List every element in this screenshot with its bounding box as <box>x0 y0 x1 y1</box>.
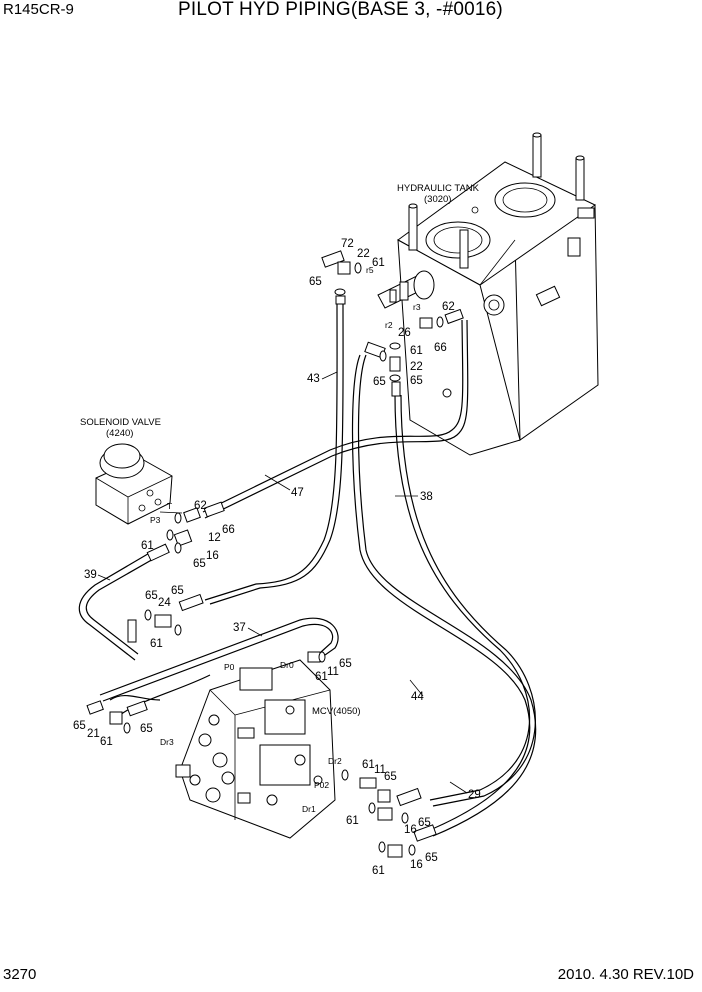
callout-65: 65 <box>193 558 206 570</box>
port-p02: P02 <box>314 780 329 790</box>
callout-62: 62 <box>442 301 455 313</box>
port-r3: r3 <box>413 302 421 312</box>
callout-61: 61 <box>372 865 385 877</box>
port-dr1: Dr1 <box>302 804 316 814</box>
callout-66: 66 <box>434 342 447 354</box>
callout-61: 61 <box>362 759 375 771</box>
callout-16: 16 <box>410 859 423 871</box>
callout-29: 29 <box>468 789 481 801</box>
port-dr0: Dr0 <box>280 660 294 670</box>
callout-65: 65 <box>384 771 397 783</box>
part-callouts: 72 22 61 65 62 26 66 61 22 65 65 43 47 3… <box>73 238 481 877</box>
callout-72: 72 <box>341 238 354 250</box>
page-title: PILOT HYD PIPING(BASE 3, -#0016) <box>178 0 503 20</box>
callout-62: 62 <box>194 500 207 512</box>
callout-26: 26 <box>398 327 411 339</box>
callout-22: 22 <box>410 361 423 373</box>
hydraulic-tank-label: HYDRAULIC TANK <box>397 183 480 194</box>
callout-61: 61 <box>100 736 113 748</box>
callout-61: 61 <box>372 257 385 269</box>
callout-11: 11 <box>374 764 386 776</box>
callout-65: 65 <box>410 375 423 387</box>
mcv <box>175 659 336 839</box>
callout-16: 16 <box>404 824 417 836</box>
callout-37: 37 <box>233 622 246 634</box>
solenoid-valve-code: (4240) <box>106 428 133 439</box>
callout-61: 61 <box>150 638 163 650</box>
callout-61: 61 <box>410 345 423 357</box>
leader-lines <box>97 371 468 794</box>
hose-lines <box>78 299 537 837</box>
hydraulic-tank-code: (3020) <box>424 194 451 205</box>
solenoid-valve-label: SOLENOID VALVE <box>80 417 161 428</box>
callout-65: 65 <box>373 376 386 388</box>
callout-61: 61 <box>315 671 328 683</box>
callout-12: 12 <box>208 532 221 544</box>
callout-22: 22 <box>357 248 370 260</box>
callout-11: 11 <box>327 666 339 678</box>
callout-65: 65 <box>425 852 438 864</box>
callout-61: 61 <box>346 815 359 827</box>
callout-66: 66 <box>222 524 235 536</box>
callout-65: 65 <box>339 658 352 670</box>
callout-65: 65 <box>418 817 431 829</box>
callout-44: 44 <box>411 691 424 703</box>
port-t: T <box>167 501 172 511</box>
callout-47: 47 <box>291 487 304 499</box>
callout-21: 21 <box>87 728 100 740</box>
mcv-label: MCV(4050) <box>312 706 361 717</box>
callout-65: 65 <box>140 723 153 735</box>
port-dr3: Dr3 <box>160 737 174 747</box>
port-r5: r5 <box>366 265 374 275</box>
fittings <box>86 250 464 858</box>
page-number: 3270 <box>3 966 37 983</box>
callout-24: 24 <box>158 597 171 609</box>
callout-65: 65 <box>309 276 322 288</box>
port-r2: r2 <box>385 320 393 330</box>
callout-43: 43 <box>307 373 320 385</box>
callout-39: 39 <box>84 569 97 581</box>
port-p0: P0 <box>224 662 235 672</box>
port-p3: P3 <box>150 515 161 525</box>
callout-65: 65 <box>73 720 86 732</box>
callout-65: 65 <box>145 590 158 602</box>
callout-61: 61 <box>141 540 154 552</box>
callout-65: 65 <box>171 585 184 597</box>
hydraulic-tank <box>377 132 599 456</box>
port-dr2: Dr2 <box>328 756 342 766</box>
callout-16: 16 <box>206 550 219 562</box>
callout-38: 38 <box>420 491 433 503</box>
solenoid-valve <box>95 443 173 525</box>
revision-date: 2010. 4.30 REV.10D <box>557 966 694 983</box>
model-number: R145CR-9 <box>3 1 74 18</box>
